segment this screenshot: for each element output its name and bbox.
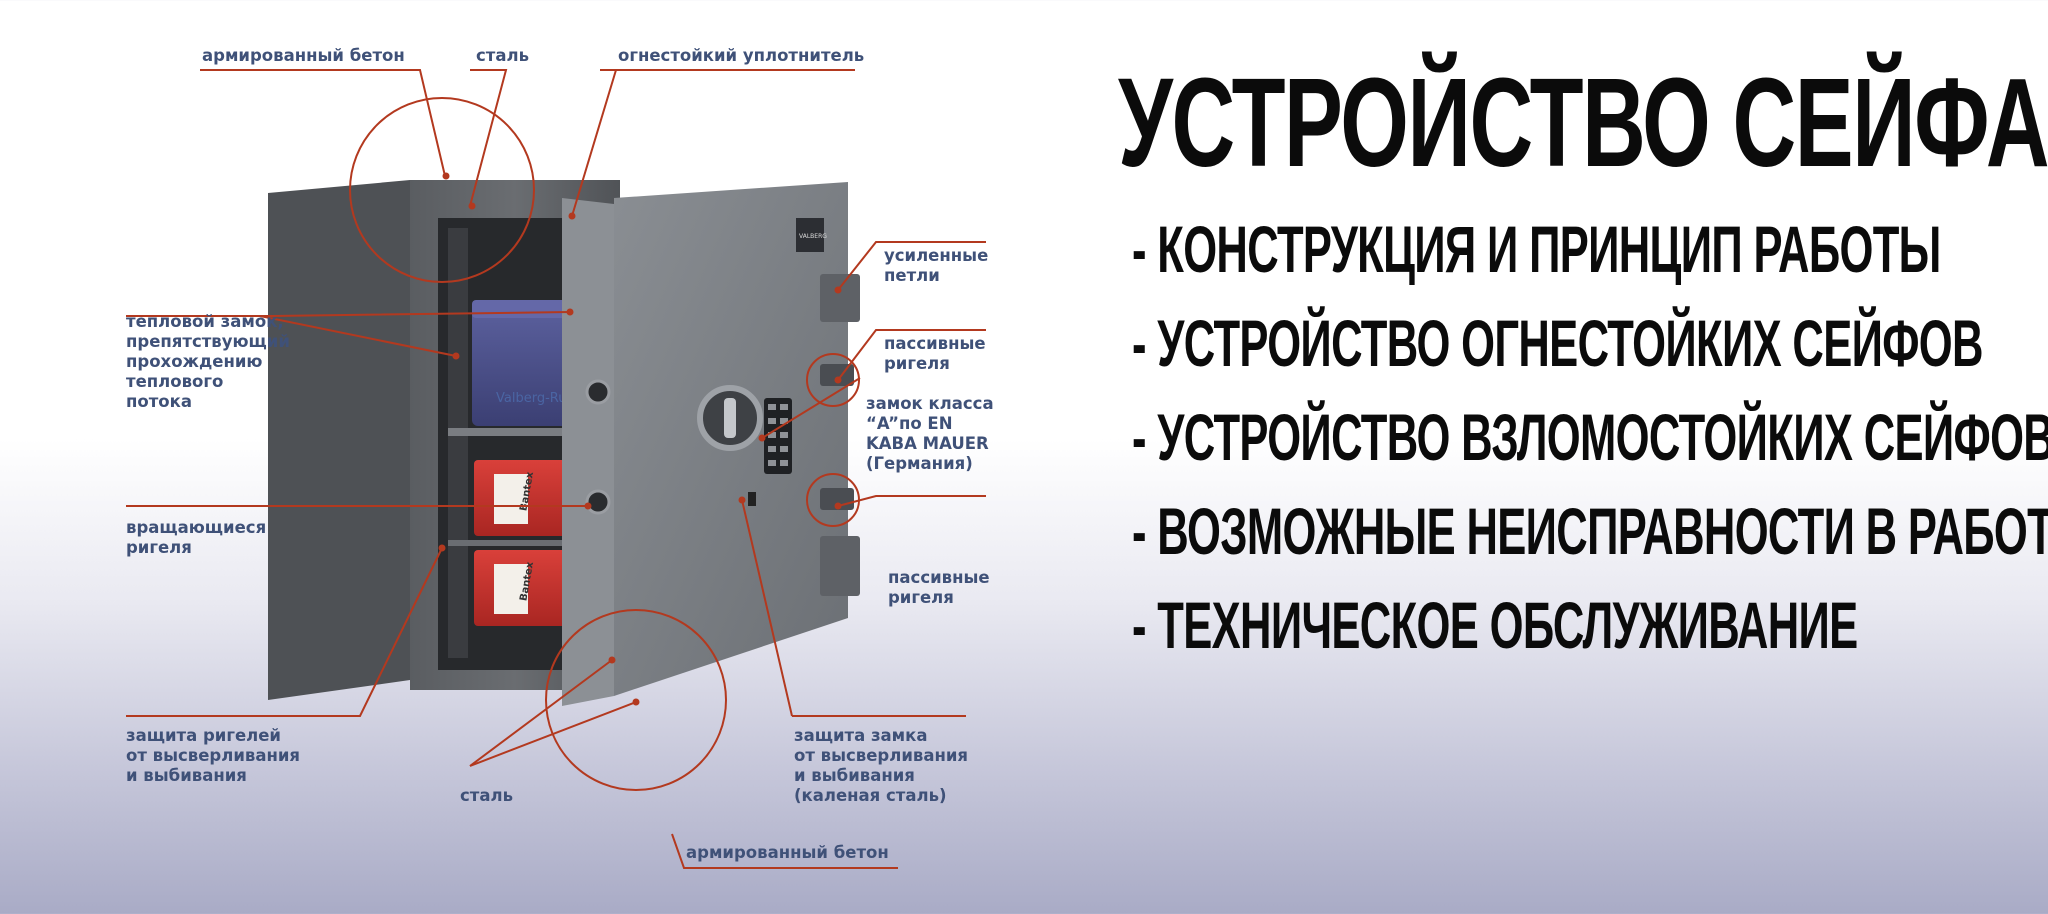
electronic-keypad [764,398,792,474]
safe-diagram: Bantex Bantex Valberg-Russia.ru VALBERG [0,0,1000,914]
callout-lines [126,69,986,869]
document-box [472,310,582,426]
brand-plate-text: VALBERG [799,233,827,240]
topic-item-burglarproof: - УСТРОЙСТВО ВЗЛОМОСТОЙКИХ СЕЙФОВ [1132,400,2048,474]
label-lock-protection: защита замка от высверливания и выбивани… [794,726,969,805]
lock-handle-lever [724,398,736,438]
door-edge [562,198,614,706]
label-rotating-bolts: вращающиеся ригеля [126,518,267,557]
page-title: УСТРОЙСТВО СЕЙФА [1118,52,2048,193]
binder-label-upper [494,474,528,524]
door-bolt-upper [585,379,611,405]
shelf-lower [448,540,616,546]
label-reinforced-hinges: усиленные петли [884,246,989,285]
label-steel-bottom: сталь [460,786,513,805]
door-bolt-lower [585,489,611,515]
callout-circle-hinge-upper [806,353,860,407]
label-steel-top: сталь [476,46,529,65]
label-reinforced-concrete-bottom: армированный бетон [686,843,889,862]
label-fire-seal: огнестойкий уплотнитель [618,46,865,65]
key-slot [748,492,756,506]
label-bolt-protection: защита ригелей от высверливания и выбива… [126,726,301,785]
topic-item-fireproof: - УСТРОЙСТВО ОГНЕСТОЙКИХ СЕЙФОВ [1132,306,1983,380]
label-lock-class: замок класса “A”по EN KABA MAUER (Герман… [866,394,994,473]
interior-wall [448,228,468,658]
topic-list: - КОНСТРУКЦИЯ И ПРИНЦИП РАБОТЫ - УСТРОЙС… [1132,216,2048,686]
callout-circle-bottom [545,609,727,791]
callout-endpoints [438,172,842,706]
topic-item-maintenance: - ТЕХНИЧЕСКОЕ ОБСЛУЖИВАНИЕ [1132,588,1858,662]
brand-plate [796,218,824,252]
callout-circle-top [349,97,535,283]
label-thermal-lock: тепловой замок, препятствующий прохожден… [126,312,290,411]
binder-label-lower [494,564,528,614]
label-reinforced-concrete-top: армированный бетон [202,46,405,65]
label-passive-bolts-top: пассивные ригеля [884,334,986,373]
safe-left-side [268,180,410,700]
shelf-upper [448,428,616,436]
safe-illustration: Bantex Bantex Valberg-Russia.ru VALBERG [126,69,986,869]
label-passive-bolts-bottom: пассивные ригеля [888,568,990,607]
hinge-lower [820,536,860,596]
keypad-keys [768,404,788,466]
hinge-upper [820,274,860,322]
topic-item-construction: - КОНСТРУКЦИЯ И ПРИНЦИП РАБОТЫ [1132,212,1941,286]
topic-item-malfunctions: - ВОЗМОЖНЫЕ НЕИСПРАВНОСТИ В РАБОТЕ [1132,494,2048,568]
